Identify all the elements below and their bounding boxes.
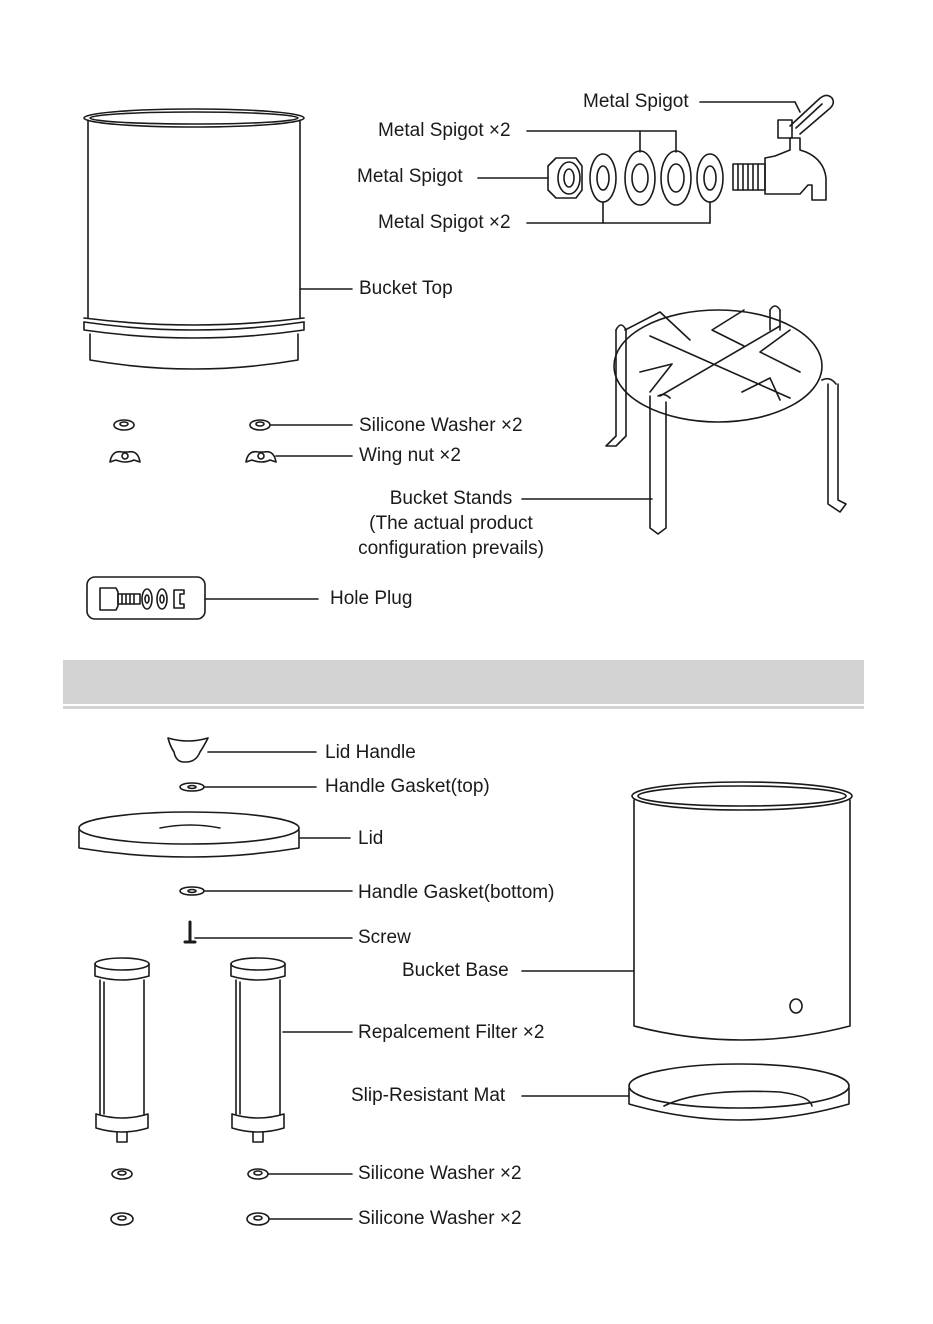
label-bucket-base: Bucket Base	[402, 960, 509, 982]
label-handle-gasket-bottom: Handle Gasket(bottom)	[358, 882, 554, 904]
screw-drawing	[185, 922, 195, 942]
label-silicone-washer-x2: Silicone Washer ×2	[359, 415, 523, 437]
label-screw: Screw	[358, 927, 411, 949]
metal-spigot-drawing	[733, 95, 833, 200]
handle-gasket-top-drawing	[180, 783, 204, 791]
silicone-washer-icons-bottom-b	[111, 1213, 269, 1225]
label-slip-resistant-mat: Slip-Resistant Mat	[351, 1085, 505, 1107]
label-lid-handle: Lid Handle	[325, 742, 416, 764]
label-handle-gasket-top: Handle Gasket(top)	[325, 776, 490, 798]
label-metal-spigot-top: Metal Spigot	[583, 91, 689, 113]
bucket-top-drawing	[84, 109, 304, 369]
silicone-washer-icons-bottom-a	[112, 1169, 268, 1179]
spigot-nut-drawing	[548, 158, 582, 198]
label-metal-spigot-mid: Metal Spigot	[357, 166, 463, 188]
label-bucket-stands-note-1: (The actual product	[340, 513, 562, 535]
wing-nut-icons	[110, 452, 276, 462]
label-metal-spigot-x2-lower: Metal Spigot ×2	[378, 212, 511, 234]
label-lid: Lid	[358, 828, 383, 850]
slip-resistant-mat-drawing	[629, 1064, 849, 1120]
label-silicone-washer-x2-a: Silicone Washer ×2	[358, 1163, 522, 1185]
lid-handle-drawing	[168, 738, 208, 762]
label-metal-spigot-x2-upper: Metal Spigot ×2	[378, 120, 511, 142]
label-bucket-top: Bucket Top	[359, 278, 453, 300]
spigot-washer-drawing	[590, 151, 723, 205]
bucket-base-drawing	[632, 782, 852, 1040]
replacement-filter-drawing-right	[231, 958, 285, 1142]
replacement-filter-drawing-left	[95, 958, 149, 1142]
label-bucket-stands: Bucket Stands	[340, 488, 562, 510]
silicone-washer-icons-top	[114, 420, 270, 430]
label-silicone-washer-x2-b: Silicone Washer ×2	[358, 1208, 522, 1230]
label-bucket-stands-note-2: configuration prevails)	[340, 538, 562, 560]
label-hole-plug: Hole Plug	[330, 588, 412, 610]
handle-gasket-bottom-drawing	[180, 887, 204, 895]
label-wing-nut-x2: Wing nut ×2	[359, 445, 461, 467]
label-replacement-filter-x2: Repalcement Filter ×2	[358, 1022, 544, 1044]
hole-plug-drawing	[87, 577, 205, 619]
lid-drawing	[79, 812, 299, 857]
